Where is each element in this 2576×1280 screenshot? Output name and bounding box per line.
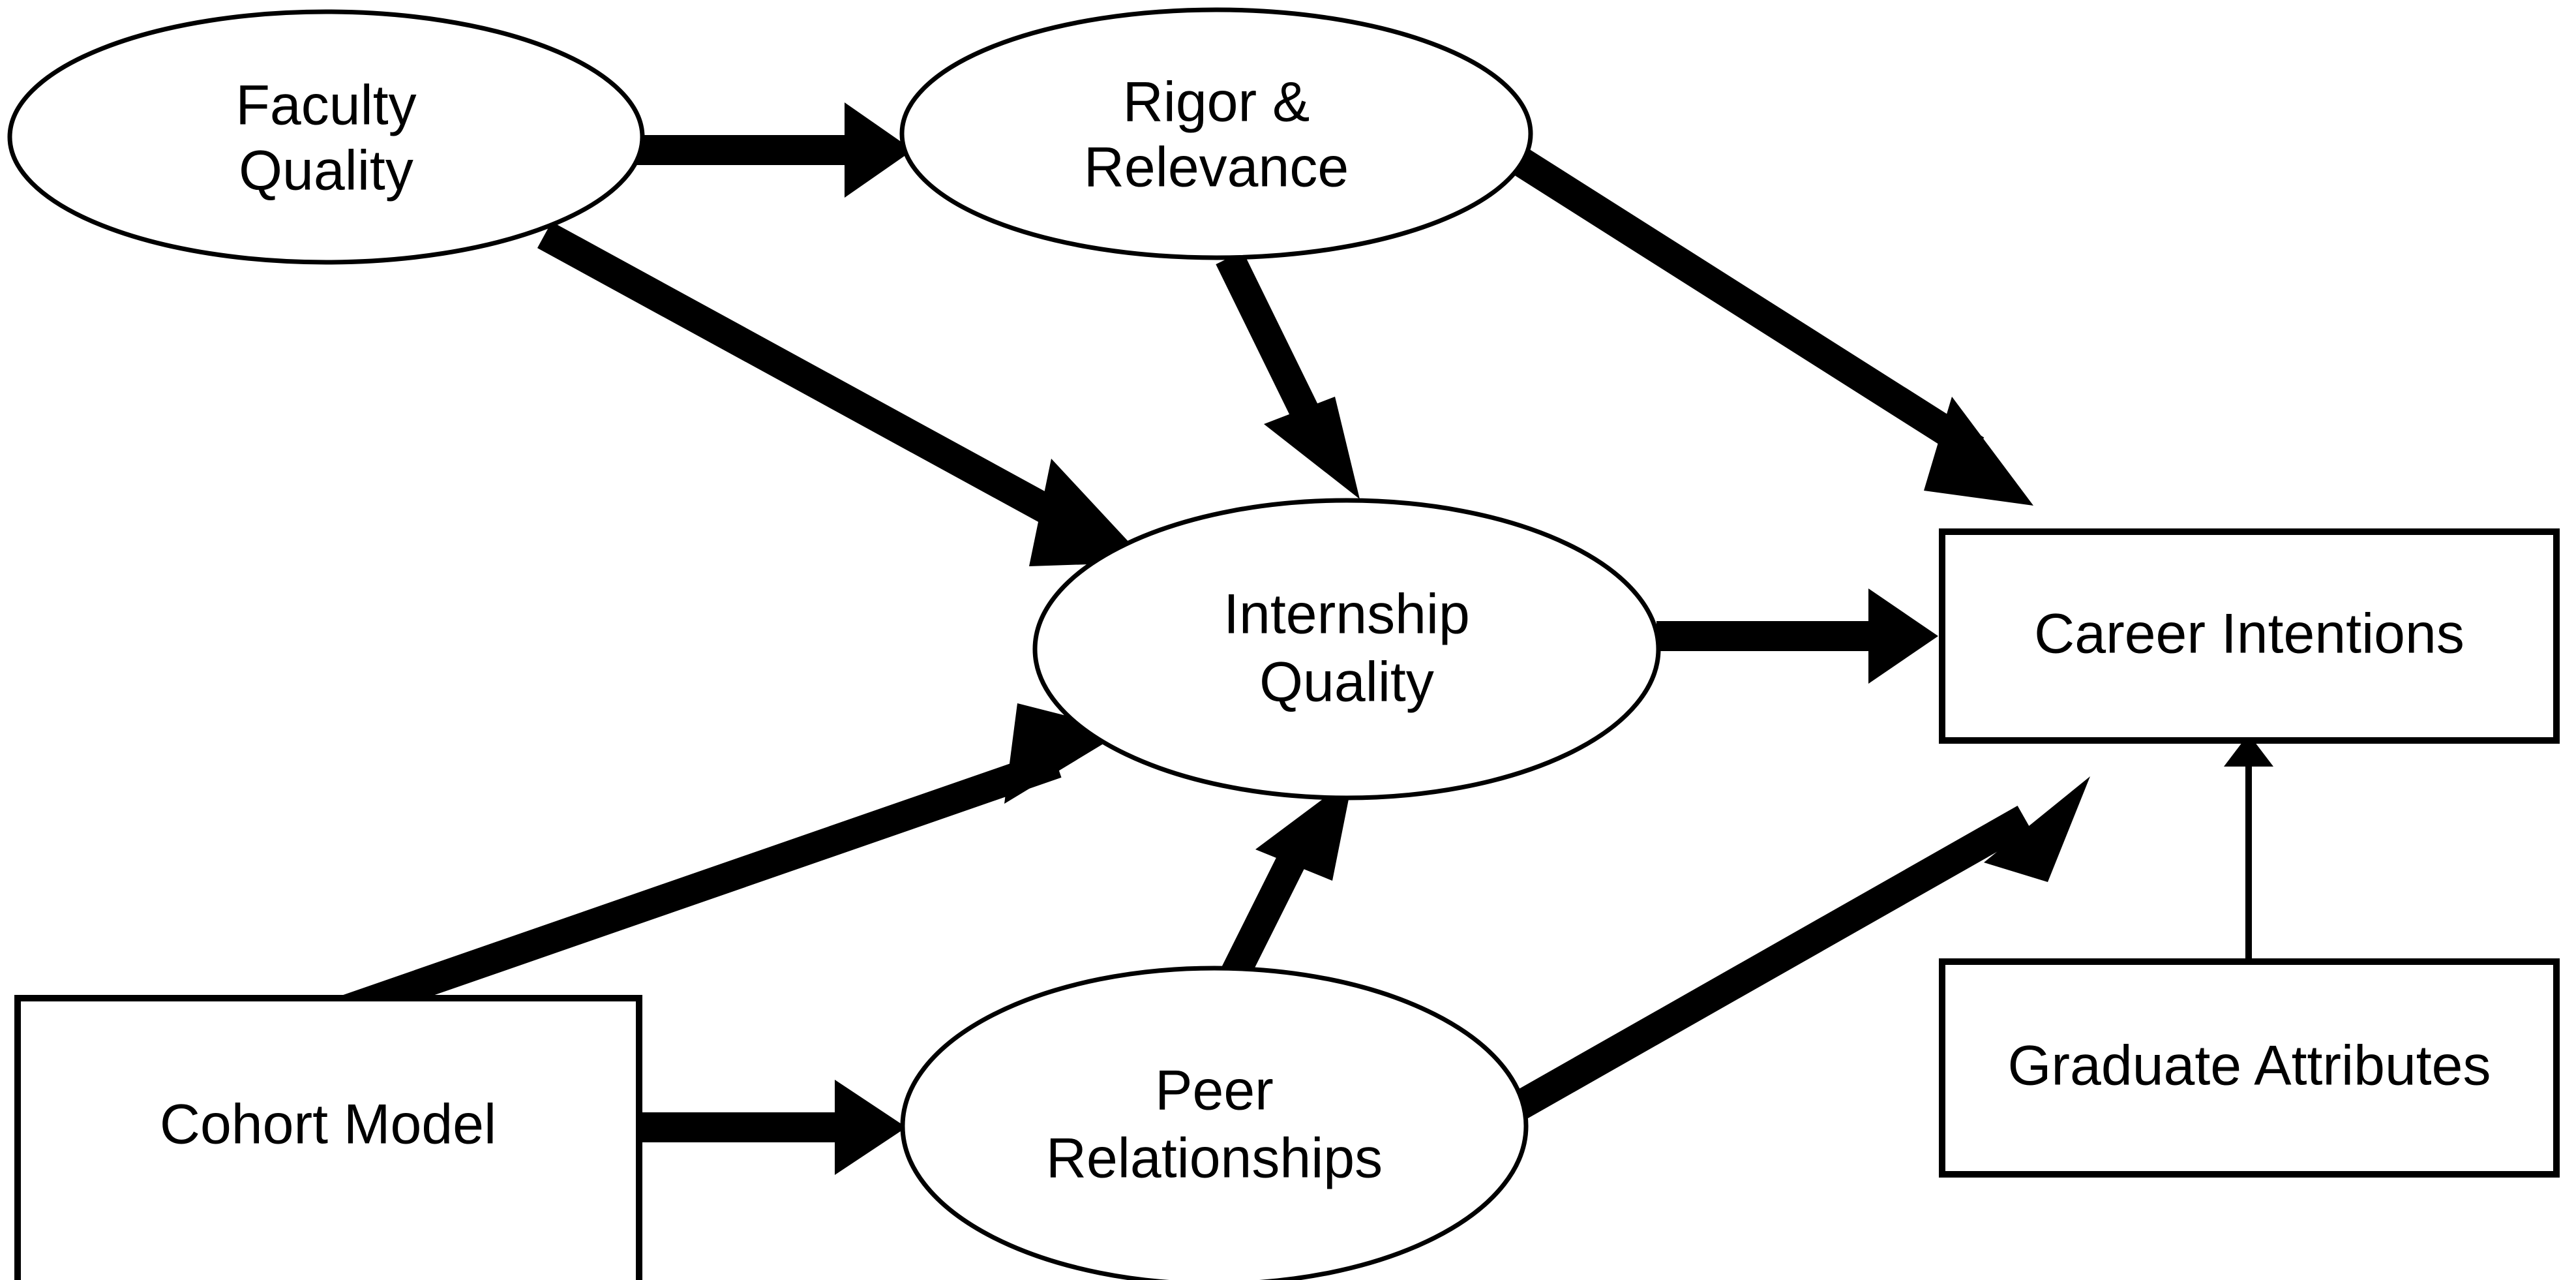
node-peer-relationships[interactable]: Peer Relationships [900,966,1529,1280]
arrowhead [1264,397,1360,499]
node-cohort-model[interactable]: Cohort Model [14,995,642,1280]
graduate-attributes-box[interactable] [1939,958,2560,1178]
node-faculty-quality[interactable]: Faculty Quality [7,9,645,265]
node-graduate-attributes[interactable]: Graduate Attributes [1939,958,2560,1178]
arrowhead [1255,776,1353,881]
arrowhead [845,102,913,198]
peer-relationships-label-line1: Peer [1155,1059,1274,1122]
edge-rigor-relevance-to-internship-quality [1216,251,1360,499]
edge-internship-quality-to-career-intentions [1656,588,1938,684]
internship-quality-label-line2: Quality [1259,651,1434,714]
peer-relationships-label-line2: Relationships [1046,1127,1383,1190]
career-intentions-label: Career Intentions [2034,603,2464,665]
internship-quality-label-line1: Internship [1223,583,1470,646]
rigor-relevance-label-line2: Relevance [1084,136,1349,199]
edge-cohort-model-to-peer-relationships [636,1080,906,1175]
cohort-model-box[interactable] [14,995,642,1280]
arrowhead [1868,588,1938,684]
edge-peer-relationships-to-career-intentions [1512,776,2090,1120]
edge-faculty-quality-to-internship-quality [537,221,1148,566]
node-career-intentions[interactable]: Career Intentions [1939,528,2560,744]
rigor-relevance-label-line1: Rigor & [1123,71,1310,134]
faculty-quality-label-line2: Quality [239,140,413,202]
edge-shaft [1216,251,1325,431]
faculty-quality-label-line1: Faculty [235,74,416,137]
arrowhead [1924,397,2033,506]
career-intentions-box[interactable] [1939,528,2560,744]
edge-shaft [1505,144,1984,463]
edge-graduate-attributes-to-career-intentions [2224,734,2273,962]
cohort-model-label: Cohort Model [160,1093,496,1156]
edge-shaft [537,221,1077,536]
graduate-attributes-label: Graduate Attributes [2008,1035,2491,1097]
rigor-relevance-ellipse[interactable] [899,7,1533,260]
peer-relationships-ellipse[interactable] [900,966,1529,1280]
edge-faculty-quality-to-rigor-relevance [636,102,913,198]
faculty-quality-ellipse[interactable] [7,9,645,265]
arrowhead [1984,776,2090,882]
internship-quality-ellipse[interactable] [1032,498,1661,800]
arrowhead [2224,734,2273,767]
edge-rigor-relevance-to-career-intentions [1505,144,2033,506]
node-rigor-relevance[interactable]: Rigor & Relevance [899,7,1533,260]
node-internship-quality[interactable]: Internship Quality [1032,498,1661,800]
edge-shaft [1512,805,2033,1120]
edge-peer-relationships-to-internship-quality [1212,776,1353,999]
edge-cohort-model-to-internship-quality [327,703,1125,1029]
arrowhead [1029,459,1148,566]
edge-shaft [327,749,1062,1029]
arrowhead [835,1080,906,1175]
